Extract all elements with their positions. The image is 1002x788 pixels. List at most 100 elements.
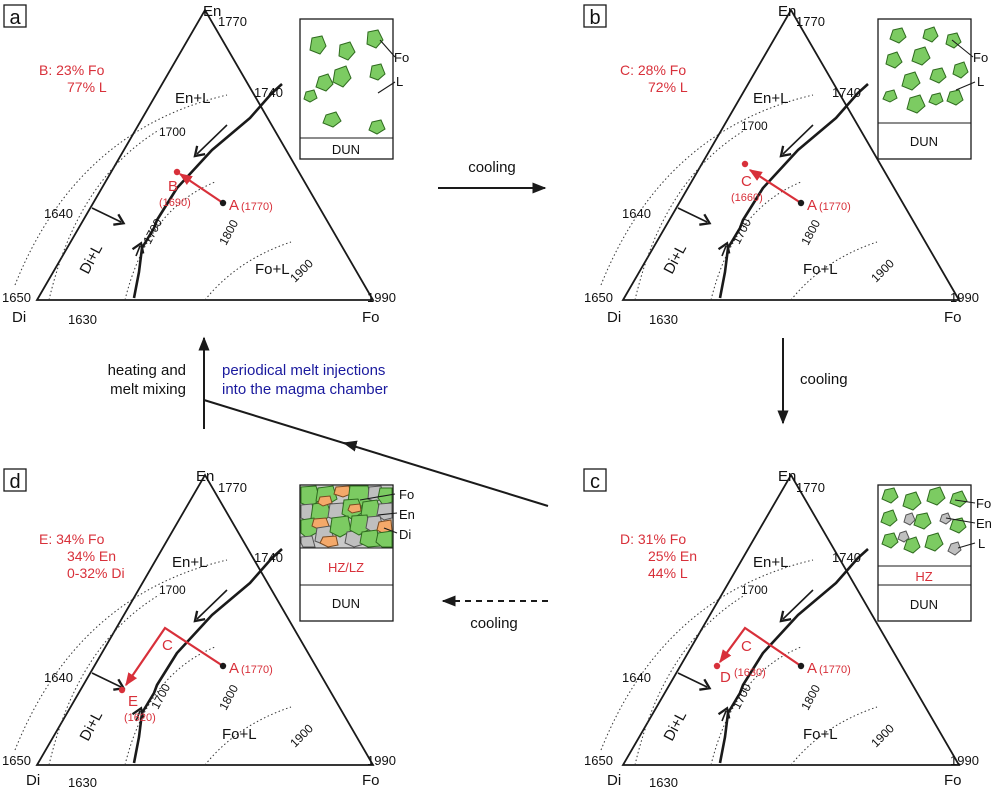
point-b-label: B — [168, 178, 178, 195]
point-b-temp: (1690) — [159, 197, 191, 209]
temp-di-apex: 1650 — [584, 290, 613, 305]
inset-b: Fo L DUN — [877, 18, 988, 160]
panel-d — [13, 473, 375, 767]
temp-en-apex: 1770 — [218, 480, 247, 495]
result-d-line2: 34% En — [67, 548, 116, 564]
apex-en: En — [196, 468, 214, 485]
cooling-label-bc: cooling — [800, 371, 848, 388]
temp-fo-apex: 1990 — [950, 290, 979, 305]
temp-1740: 1740 — [254, 550, 283, 565]
isotherm-1700: 1700 — [148, 681, 173, 711]
isotherm-1700-top: 1700 — [741, 119, 768, 133]
isotherm-1700: 1700 — [729, 681, 754, 711]
result-d-line3: 0-32% Di — [67, 565, 125, 581]
cooling-label-ab: cooling — [468, 159, 516, 176]
isotherm-1700: 1700 — [729, 216, 754, 246]
temp-1630: 1630 — [649, 775, 678, 788]
point-a-marker — [219, 199, 227, 207]
flow-arrows: cooling cooling cooling heating and melt… — [108, 159, 848, 632]
isotherm-1700-top: 1700 — [741, 583, 768, 597]
point-e-marker — [118, 686, 126, 694]
point-d-label: D — [720, 669, 731, 686]
field-di-l: Di+L — [77, 708, 107, 744]
point-d-temp: (1630) — [734, 667, 766, 679]
point-a-temp: (1770) — [819, 201, 851, 213]
panel-d-labels: d En 1770 1650 Di 1990 Fo 1740 1640 1630… — [2, 468, 415, 788]
apex-di: Di — [26, 772, 40, 788]
temp-en-apex: 1770 — [218, 14, 247, 29]
apex-en: En — [778, 3, 796, 20]
panel-c — [599, 473, 961, 767]
panel-b — [599, 8, 961, 302]
field-fo-l: Fo+L — [222, 726, 257, 743]
inset-c-en: En — [976, 516, 992, 531]
point-a-temp: (1770) — [241, 664, 273, 676]
panel-letter-a: a — [9, 7, 21, 29]
isotherm-1700: 1700 — [140, 216, 165, 246]
injection-label-line1: periodical melt injections — [222, 362, 385, 379]
point-a-label: A — [807, 197, 817, 214]
point-a-temp: (1770) — [819, 664, 851, 676]
field-fo-l: Fo+L — [255, 261, 290, 278]
panel-letter-d: d — [9, 471, 20, 493]
inset-b-fo: Fo — [973, 50, 988, 65]
isotherm-1700-top: 1700 — [159, 583, 186, 597]
result-c-line1: D: 31% Fo — [620, 531, 686, 547]
heating-label-line2: melt mixing — [110, 381, 186, 398]
field-en-l: En+L — [753, 554, 788, 571]
heating-label-line1: heating and — [108, 362, 186, 379]
temp-1640: 1640 — [622, 670, 651, 685]
temp-fo-apex: 1990 — [367, 290, 396, 305]
field-di-l: Di+L — [77, 241, 107, 277]
apex-fo: Fo — [362, 772, 380, 788]
temp-fo-apex: 1990 — [367, 753, 396, 768]
point-b-marker — [173, 168, 181, 176]
point-d-marker — [713, 662, 721, 670]
isotherm-1800: 1800 — [216, 217, 241, 247]
point-c-label: C — [741, 173, 752, 190]
apex-di: Di — [12, 309, 26, 326]
field-di-l: Di+L — [661, 241, 691, 277]
apex-di: Di — [607, 772, 621, 788]
point-a-marker — [219, 662, 227, 670]
point-c-marker — [741, 160, 749, 168]
isotherm-1800: 1800 — [798, 217, 823, 247]
apex-fo: Fo — [944, 309, 962, 326]
isotherm-1800: 1800 — [216, 682, 241, 712]
apex-en: En — [778, 468, 796, 485]
point-c-temp: (1660) — [731, 192, 763, 204]
result-c-line2: 25% En — [648, 548, 697, 564]
point-c-label: C — [741, 638, 752, 655]
temp-fo-apex: 1990 — [950, 753, 979, 768]
temp-1630: 1630 — [649, 312, 678, 327]
field-en-l: En+L — [175, 90, 210, 107]
point-c-label: C — [162, 637, 173, 654]
result-a-line1: B: 23% Fo — [39, 62, 105, 78]
point-a-marker — [797, 199, 805, 207]
field-di-l: Di+L — [661, 708, 691, 744]
field-en-l: En+L — [753, 90, 788, 107]
temp-1740: 1740 — [832, 85, 861, 100]
inset-b-l: L — [977, 74, 984, 89]
point-a-marker — [797, 662, 805, 670]
inset-c-rock: DUN — [910, 597, 938, 612]
inset-a-rock: DUN — [332, 142, 360, 157]
inset-a-fo: Fo — [394, 50, 409, 65]
isotherm-1900: 1900 — [868, 256, 897, 285]
isotherm-1900: 1900 — [287, 721, 316, 750]
point-e-label: E — [128, 693, 138, 710]
inset-d-di: Di — [399, 527, 411, 542]
panel-a-labels: a En 1770 1650 Di 1990 Fo 1740 1640 1630… — [2, 3, 409, 327]
field-en-l: En+L — [172, 554, 207, 571]
temp-1740: 1740 — [254, 85, 283, 100]
inset-d-en: En — [399, 507, 415, 522]
panel-letter-c: c — [590, 471, 600, 493]
point-a-label: A — [229, 197, 239, 214]
panel-c-labels: c En 1770 1650 Di 1990 Fo 1740 1640 1630… — [583, 468, 992, 788]
panel-letter-b: b — [589, 7, 600, 29]
isotherm-1900: 1900 — [868, 721, 897, 750]
panel-b-labels: b En 1770 1650 Di 1990 Fo 1740 1640 1630… — [583, 3, 988, 327]
temp-1640: 1640 — [44, 206, 73, 221]
